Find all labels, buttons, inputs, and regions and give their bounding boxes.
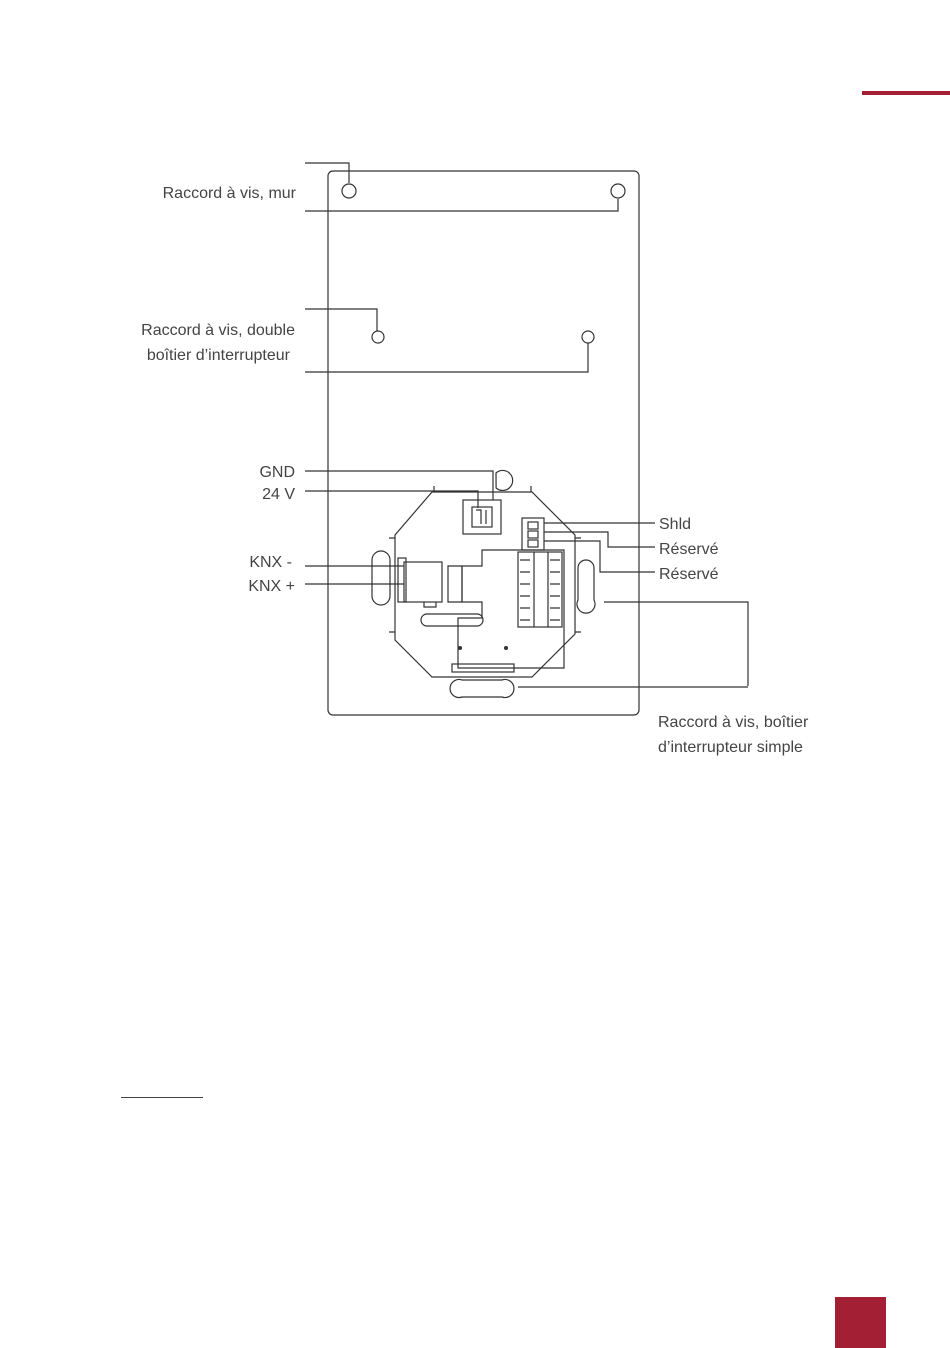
- top-slot: [496, 470, 513, 490]
- terminal-block: [518, 552, 562, 627]
- footnote-rule: [121, 1097, 203, 1098]
- label-reserved-1: Réservé: [659, 541, 719, 558]
- label-double-box-line2: boîtier d’interrupteur: [147, 347, 291, 364]
- bottom-slot: [450, 679, 514, 697]
- label-gnd: GND: [259, 464, 295, 481]
- knx-connector: [404, 562, 442, 602]
- left-slot: [372, 551, 390, 605]
- label-reserved-2: Réservé: [659, 566, 719, 583]
- leader-single-right: [604, 602, 748, 686]
- label-single-box-line1: Raccord à vis, boîtier: [658, 714, 809, 731]
- page-corner-tab: [835, 1297, 886, 1348]
- right-slot: [577, 560, 595, 613]
- leader-reserved-2: [544, 541, 655, 572]
- wall-screw-hole-left: [342, 184, 356, 198]
- shld-connector: [522, 518, 544, 550]
- label-single-box-line2: d’interrupteur simple: [658, 739, 803, 756]
- label-24v: 24 V: [262, 486, 295, 503]
- power-terminal: [463, 500, 501, 534]
- label-wall-screw: Raccord à vis, mur: [163, 185, 297, 202]
- panel-outline: [328, 171, 639, 715]
- leader-wall-left: [305, 163, 349, 183]
- leader-double-right: [305, 343, 588, 372]
- double-box-hole-right: [582, 331, 594, 343]
- label-knx-minus: KNX -: [249, 554, 292, 571]
- inner-slot: [421, 614, 483, 626]
- label-knx-plus: KNX +: [248, 578, 295, 595]
- leader-wall-right: [305, 199, 618, 211]
- leader-24v: [305, 491, 478, 508]
- leader-double-left: [305, 309, 377, 331]
- double-box-hole-left: [372, 331, 384, 343]
- label-double-box-line1: Raccord à vis, double: [141, 322, 295, 339]
- label-shld: Shld: [659, 516, 691, 533]
- wall-screw-hole-right: [611, 184, 625, 198]
- leader-gnd: [305, 471, 493, 500]
